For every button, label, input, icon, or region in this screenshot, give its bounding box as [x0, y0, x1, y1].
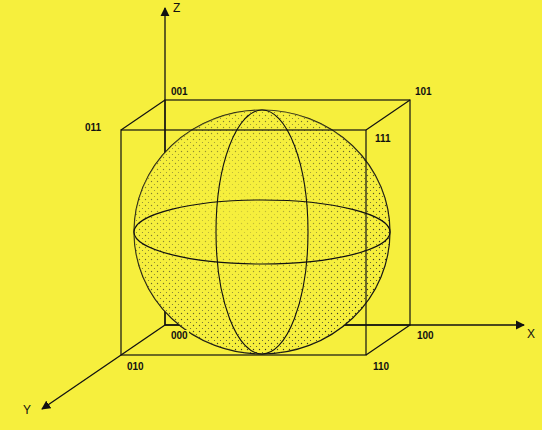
corner-label: 101	[414, 86, 433, 98]
axis-label: X	[526, 328, 536, 340]
corner-label: 100	[416, 330, 435, 342]
corner-label: 010	[126, 361, 145, 373]
corner-label: 111	[374, 133, 392, 145]
corner-label: 110	[372, 361, 390, 373]
corner-label: 001	[170, 86, 189, 98]
corner-label: 000	[170, 330, 189, 342]
axis-label: Y	[22, 404, 32, 416]
corner-label: 011	[84, 122, 102, 134]
axis-label: Z	[172, 2, 181, 14]
